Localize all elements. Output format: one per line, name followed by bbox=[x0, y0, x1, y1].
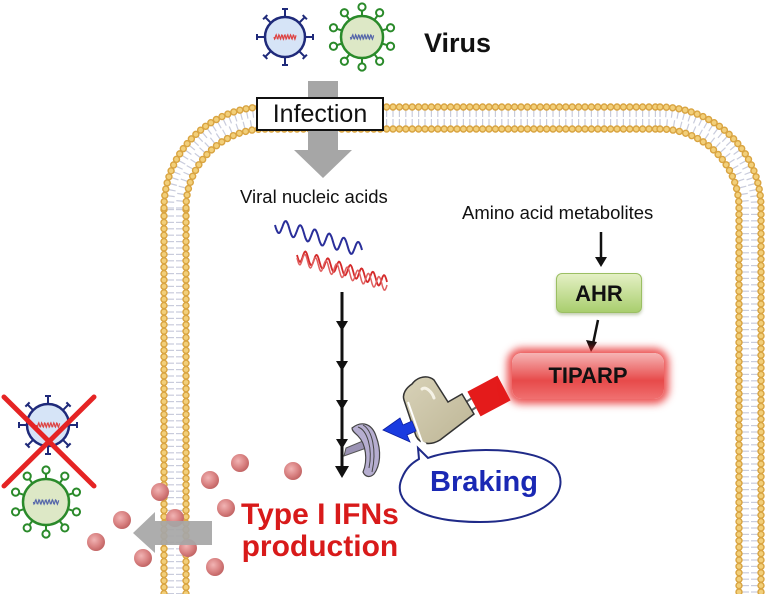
virus-green-destroyed-icon bbox=[12, 466, 80, 537]
tiparp-box: TIPARP bbox=[512, 353, 664, 399]
ifn-molecule-dot bbox=[284, 462, 302, 480]
virus-blue-icon bbox=[257, 9, 313, 65]
ifn-molecule-dot bbox=[113, 511, 131, 529]
ifn-label-line2: production bbox=[241, 531, 399, 563]
brake-pedal-icon bbox=[403, 377, 474, 444]
ifn-label-line1: Type I IFNs bbox=[241, 499, 399, 531]
ifn-molecule-dot bbox=[217, 499, 235, 517]
braking-label: Braking bbox=[430, 466, 538, 499]
ifn-molecule-dot bbox=[134, 549, 152, 567]
ifn-molecule-dot bbox=[87, 533, 105, 551]
ifn-molecule-dot bbox=[151, 483, 169, 501]
infection-box: Infection bbox=[256, 97, 384, 131]
viral-nucleic-acids-label: Viral nucleic acids bbox=[240, 186, 388, 208]
ahr-box: AHR bbox=[556, 273, 642, 313]
type-i-ifns-production-label: Type I IFNs production bbox=[241, 499, 399, 563]
blue-push-arrow bbox=[383, 418, 416, 442]
ifn-molecule-dot bbox=[201, 471, 219, 489]
metabolites-to-ahr-arrow bbox=[595, 232, 607, 267]
amino-acid-metabolites-label: Amino acid metabolites bbox=[462, 202, 653, 224]
brake-pad-icon bbox=[344, 424, 380, 477]
virus-green-icon bbox=[330, 3, 394, 70]
ifn-molecule-dot bbox=[231, 454, 249, 472]
ifn-molecule-dot bbox=[206, 558, 224, 576]
ahr-to-tiparp-arrow bbox=[586, 320, 598, 352]
rna-strands-icon bbox=[275, 221, 387, 290]
pedal-linkage bbox=[466, 376, 511, 417]
virus-label: Virus bbox=[424, 28, 491, 59]
